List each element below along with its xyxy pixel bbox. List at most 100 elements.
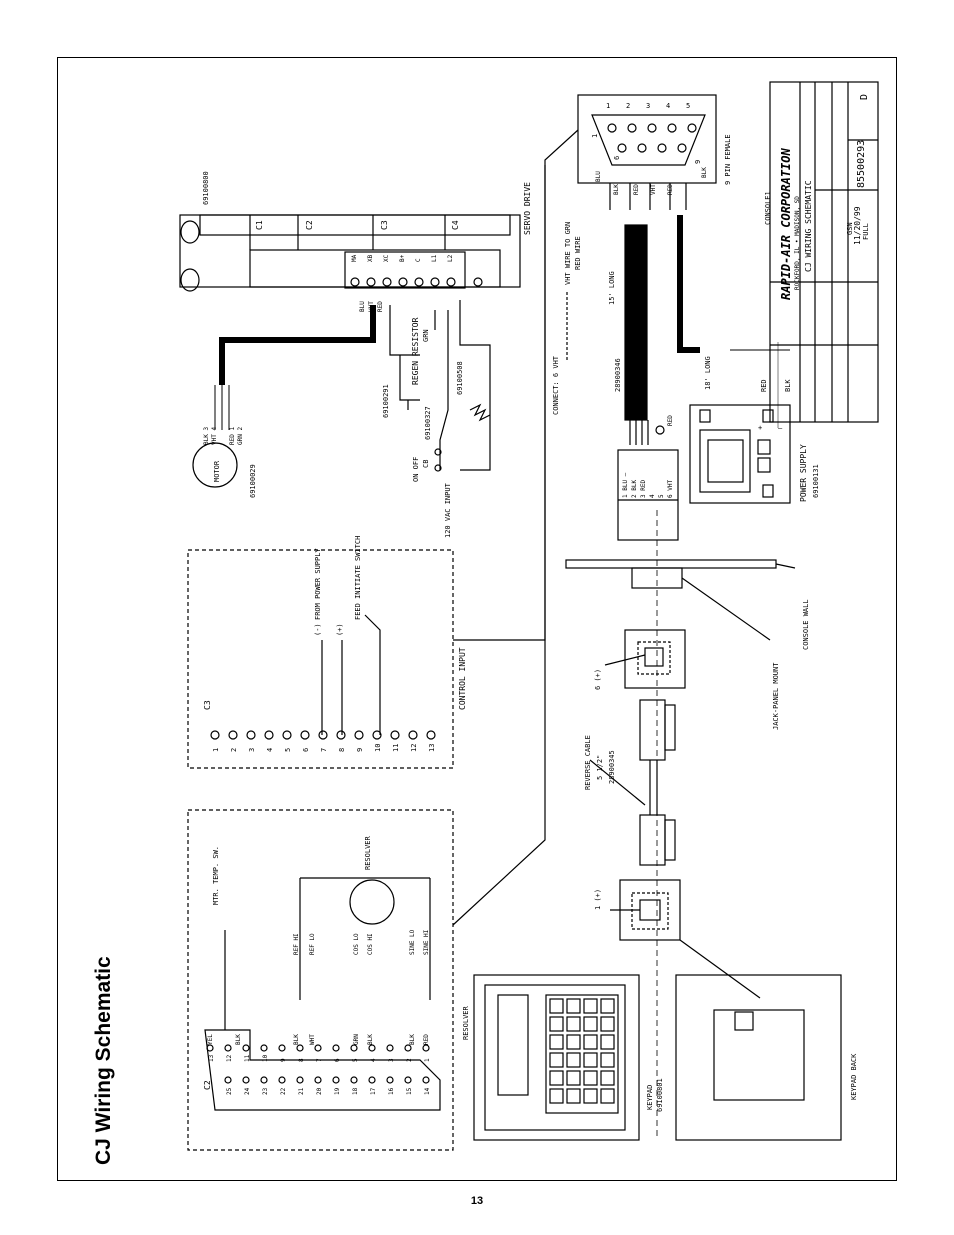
reverse-cable: REVERSE CABLE 5 1/2" 28900345 — [584, 699, 676, 866]
c3-pin-circle — [282, 730, 292, 740]
terminal-row-1: 1 BLU – — [622, 472, 629, 498]
c3-pin-number: 10 — [374, 744, 382, 752]
drawing-drawn: GSN — [846, 222, 854, 235]
keypad-key — [566, 1070, 581, 1086]
reverse-cable-length: 5 1/2" — [596, 755, 604, 780]
drive-terminal-xb: XB — [367, 254, 374, 262]
keypad: RESOLVER KEYPAD 69100801 — [462, 974, 664, 1141]
keypad-key — [600, 1052, 615, 1068]
c2-pin-number: 14 — [424, 1087, 431, 1095]
console-pin-top-4: 4 — [666, 102, 670, 110]
c2-pin-circle — [224, 1044, 232, 1052]
page-number: 13 — [470, 1195, 484, 1207]
keypad-key — [566, 1052, 581, 1068]
c2-pin-number: 10 — [262, 1054, 269, 1062]
c2-pin-circle — [368, 1076, 376, 1084]
c2-pin-number: 15 — [406, 1087, 413, 1095]
c2-pin-circle — [332, 1076, 340, 1084]
servo-drive-label: SERVO DRIVE — [523, 182, 532, 235]
console-connector: 1 2 3 4 5 9 PIN FEMALE CONSOLE1 BLU BLK … — [577, 94, 772, 225]
keypad-key — [549, 1052, 564, 1068]
input-label: 120 VAC INPUT — [444, 482, 452, 538]
console-wire-red: RED — [633, 184, 640, 195]
c3-pin-circle — [354, 730, 364, 740]
servo-drive: 69100800 C1 C2 C3 C4 SERVO DRIVE MA XB X… — [179, 171, 532, 312]
drive-c2: C2 — [305, 220, 314, 230]
sig-sine-hi: SINE HI — [423, 929, 430, 955]
motor-wire-4: GRN 2 — [237, 427, 244, 445]
c2-pin-circle — [350, 1076, 358, 1084]
keypad-label: KEYPAD — [646, 1085, 654, 1110]
sig-sine-lo: SINE LO — [409, 929, 416, 955]
sig-ref-lo: REF LO — [309, 933, 316, 955]
keypad-key — [566, 998, 581, 1014]
keypad-key — [566, 1088, 581, 1104]
console-wire-blk-2: BLK — [701, 167, 708, 178]
c2-pin-circle — [260, 1044, 268, 1052]
connect-note-3: RED WIRE — [574, 236, 582, 270]
wire-yel: YEL — [207, 1034, 214, 1045]
c2-pin-circle — [314, 1076, 322, 1084]
drive-c4: C4 — [451, 220, 460, 230]
console-wall-label: CONSOLE WALL — [802, 599, 810, 650]
regen-label: REGEN RESISTOR — [411, 317, 420, 385]
from-power-supply: FROM POWER SUPPLY — [314, 548, 322, 620]
keypad-key — [583, 1016, 598, 1032]
c3-pin-number: 13 — [428, 744, 436, 752]
keypad-key — [600, 1088, 615, 1104]
c2-pin-circle — [332, 1044, 340, 1052]
motor-wire-1: BLK 3 — [203, 427, 210, 445]
ps-wire-red: RED — [760, 379, 768, 392]
c2-pin-circle — [260, 1076, 268, 1084]
ps-wire-blk: BLK — [784, 379, 792, 392]
keypad-key — [600, 1070, 615, 1086]
keypad-key — [549, 1088, 564, 1104]
keypad-key — [583, 1034, 598, 1050]
c2-pin-circle — [386, 1076, 394, 1084]
drive-terminal-bplus: B+ — [399, 254, 406, 262]
c2-pin-number: 25 — [226, 1087, 233, 1095]
reverse-cable-label: REVERSE CABLE — [584, 735, 592, 790]
feed-initiate-switch: FEED INITIATE SWITCH — [354, 536, 362, 620]
c2-pin-circle — [350, 1044, 358, 1052]
connect-note: CONNECT: 6 VHT — [552, 355, 560, 415]
drive-c3: C3 — [380, 220, 389, 230]
drive-c1: C1 — [255, 220, 264, 230]
drawing-title: CJ WIRING SCHEMATIC — [804, 180, 813, 272]
c2-pin-circle — [368, 1044, 376, 1052]
wire-blk-2: BLK — [293, 1034, 300, 1045]
wire-grn: GRN — [353, 1034, 360, 1045]
motor-part-number: 69100029 — [249, 464, 257, 498]
terminal-block: 1 BLU – 2 BLK 3 RED 4 5 6 VHT — [617, 449, 679, 541]
breaker-label: CB — [422, 460, 430, 468]
keypad-key — [549, 1070, 564, 1086]
mtr-temp-label: MTR. TEMP. SW. — [212, 846, 220, 905]
terminal-row-2: 2 BLK — [631, 480, 638, 498]
resolver-connector: C2 — [203, 1080, 212, 1090]
c2-pin-circle — [206, 1044, 214, 1052]
drive-terminal-l1: L1 — [431, 254, 438, 262]
motor-wire-3: RED 1 — [229, 427, 236, 445]
wire-wht: WHT — [309, 1034, 316, 1045]
sig-ref-hi: REF HI — [293, 933, 300, 955]
reverse-cable-part: 28900345 — [608, 750, 616, 784]
c3-pin-number: 12 — [410, 744, 418, 752]
c3-pin-circle — [300, 730, 310, 740]
console-pin-top-1: 1 — [606, 102, 610, 110]
c2-pin-number: 21 — [298, 1087, 305, 1095]
ps-minus: – — [778, 424, 783, 432]
console-pin-top-5: 5 — [686, 102, 690, 110]
c2-pin-circle — [386, 1044, 394, 1052]
motor-label: MOTOR — [213, 460, 221, 482]
console-pin-top-2: 2 — [626, 102, 630, 110]
power-supply-part: 69100131 — [812, 464, 820, 498]
drive-terminal-l2: L2 — [447, 254, 454, 262]
c3-pin-number: 5 — [284, 748, 292, 752]
c2-pin-circle — [296, 1044, 304, 1052]
switch-label: ON OFF — [412, 457, 420, 482]
control-neg: (-) — [314, 623, 322, 636]
console-pin-6: 6 — [613, 156, 621, 160]
c2-pin-number: 8 — [298, 1058, 305, 1062]
